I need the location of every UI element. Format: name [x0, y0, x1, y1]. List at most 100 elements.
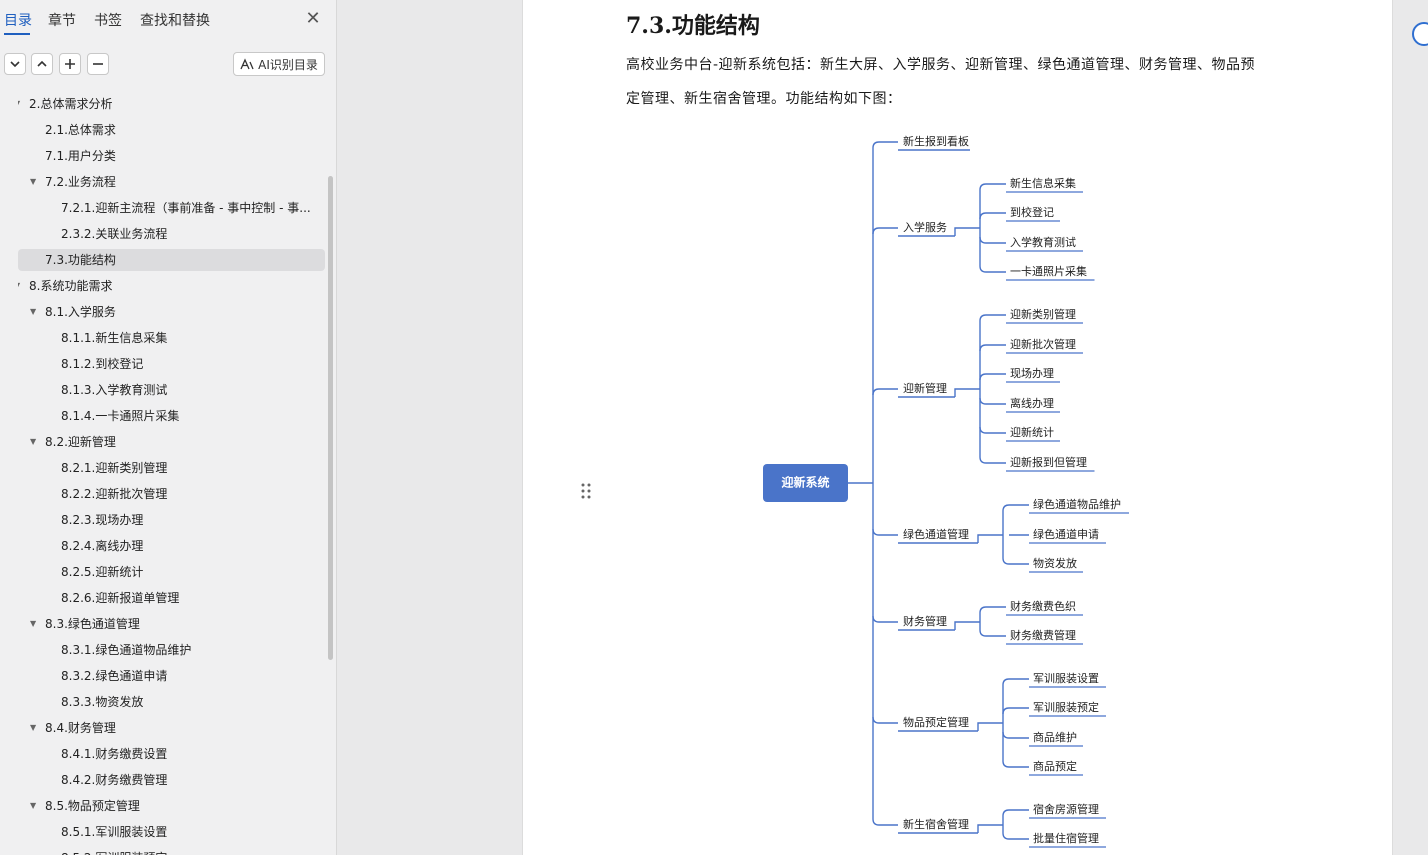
- toc-item[interactable]: ▼8.3.绿色通道管理: [18, 613, 325, 635]
- toc-item[interactable]: ▼8.系统功能需求: [18, 275, 325, 297]
- leaf-node-label[interactable]: 军训服装预定: [1033, 700, 1099, 714]
- toc-item[interactable]: 8.5.2.军训服装预定: [18, 847, 325, 855]
- toc-item-label: 8.2.2.迎新批次管理: [61, 487, 168, 501]
- toc-item[interactable]: 8.3.2.绿色通道申请: [18, 665, 325, 687]
- section-heading[interactable]: 7.3.功能结构: [626, 13, 760, 39]
- toc-item-label: 8.1.2.到校登记: [61, 357, 144, 371]
- tab-chapters[interactable]: 章节: [48, 13, 76, 29]
- expand-caret-icon[interactable]: ▼: [30, 307, 37, 316]
- toc-item[interactable]: 8.2.1.迎新类别管理: [18, 457, 325, 479]
- expand-caret-icon[interactable]: ▼: [30, 619, 37, 628]
- leaf-node-label[interactable]: 到校登记: [1010, 205, 1054, 219]
- collapse-up-button[interactable]: [31, 53, 53, 75]
- toc-item[interactable]: 8.3.3.物资发放: [18, 691, 325, 713]
- toc-item-label: 8.2.4.离线办理: [61, 539, 144, 553]
- toc-item[interactable]: 8.5.1.军训服装设置: [18, 821, 325, 843]
- branch-elbow: [872, 227, 880, 235]
- expand-caret-icon[interactable]: ▼: [30, 801, 37, 810]
- expand-caret-icon[interactable]: ▼: [18, 93, 20, 115]
- leaf-node-label[interactable]: 迎新类别管理: [1010, 307, 1076, 321]
- plus-icon: [65, 59, 75, 69]
- toc-item[interactable]: 7.1.用户分类: [18, 145, 325, 167]
- body-paragraph-line-2[interactable]: 定管理、新生宿舍管理。功能结构如下图：: [626, 91, 902, 107]
- toc-item[interactable]: 8.1.4.一卡通照片采集: [18, 405, 325, 427]
- child-connector: [954, 621, 980, 630]
- toc-item[interactable]: 8.2.5.迎新统计: [18, 561, 325, 583]
- ai-icon: [240, 58, 254, 70]
- toc-item[interactable]: 8.1.2.到校登记: [18, 353, 325, 375]
- leaf-node-label[interactable]: 一卡通照片采集: [1010, 264, 1087, 278]
- toc-item[interactable]: 8.1.1.新生信息采集: [18, 327, 325, 349]
- toc-item[interactable]: 8.4.1.财务缴费设置: [18, 743, 325, 765]
- toc-item[interactable]: 8.2.6.迎新报道单管理: [18, 587, 325, 609]
- toc-item[interactable]: 8.2.3.现场办理: [18, 509, 325, 531]
- leaf-node-label[interactable]: 财务缴费色织: [1010, 599, 1076, 613]
- toc-item-label: 7.2.业务流程: [45, 175, 116, 189]
- root-node-label[interactable]: 迎新系统: [781, 475, 829, 490]
- ai-recognize-toc-button[interactable]: AI识别目录: [233, 52, 325, 76]
- drag-handle-icon[interactable]: [580, 482, 592, 500]
- leaf-node-label[interactable]: 物资发放: [1033, 556, 1077, 570]
- toc-item-label: 8.1.1.新生信息采集: [61, 331, 168, 345]
- toc-item[interactable]: 7.3.功能结构: [18, 249, 325, 271]
- collapse-down-button[interactable]: [4, 53, 26, 75]
- leaf-node-label[interactable]: 离线办理: [1010, 396, 1054, 410]
- document-page: 7.3.功能结构 高校业务中台-迎新系统包括：新生大屏、入学服务、迎新管理、绿色…: [522, 0, 1393, 855]
- leaf-node-label[interactable]: 绿色通道物品维护: [1033, 497, 1121, 511]
- tab-find-replace[interactable]: 查找和替换: [140, 13, 210, 29]
- branch-node-label[interactable]: 财务管理: [903, 614, 947, 628]
- leaf-node-label[interactable]: 军训服装设置: [1033, 672, 1099, 685]
- toc-item[interactable]: 8.2.4.离线办理: [18, 535, 325, 557]
- tab-bookmarks[interactable]: 书签: [94, 13, 122, 29]
- leaf-node-label[interactable]: 入学教育测试: [1010, 235, 1076, 249]
- toc-item[interactable]: 8.1.3.入学教育测试: [18, 379, 325, 401]
- remove-heading-button[interactable]: [87, 53, 109, 75]
- expand-caret-icon[interactable]: ▼: [18, 275, 20, 297]
- child-elbow: [979, 212, 987, 220]
- leaf-node-label[interactable]: 绿色通道申请: [1033, 527, 1099, 541]
- chevron-up-icon: [37, 60, 47, 67]
- floating-tool-button[interactable]: [1412, 22, 1428, 46]
- leaf-node-label[interactable]: 新生信息采集: [1010, 176, 1076, 190]
- toc-item[interactable]: ▼2.总体需求分析: [18, 93, 325, 115]
- close-icon[interactable]: ✕: [305, 8, 321, 29]
- leaf-node-label[interactable]: 商品维护: [1033, 730, 1077, 744]
- child-connector: [977, 722, 1003, 731]
- leaf-node-label[interactable]: 现场办理: [1010, 366, 1054, 380]
- toc-item[interactable]: ▼8.4.财务管理: [18, 717, 325, 739]
- expand-caret-icon[interactable]: ▼: [30, 437, 37, 446]
- body-paragraph-line-1[interactable]: 高校业务中台-迎新系统包括：新生大屏、入学服务、迎新管理、绿色通道管理、财务管理…: [626, 57, 1256, 73]
- leaf-node-label[interactable]: 批量住宿管理: [1033, 831, 1099, 845]
- leaf-node-label[interactable]: 商品预定: [1033, 759, 1077, 773]
- branch-node-label[interactable]: 迎新管理: [903, 381, 947, 395]
- expand-caret-icon[interactable]: ▼: [30, 177, 37, 186]
- toc-item[interactable]: 2.1.总体需求: [18, 119, 325, 141]
- branch-node-label[interactable]: 新生宿舍管理: [903, 817, 969, 831]
- expand-caret-icon[interactable]: ▼: [30, 723, 37, 732]
- leaf-node-label[interactable]: 迎新批次管理: [1010, 337, 1076, 351]
- toc-item-label: 8.4.1.财务缴费设置: [61, 747, 168, 761]
- toc-item[interactable]: 8.4.2.财务缴费管理: [18, 769, 325, 791]
- tab-toc[interactable]: 目录: [4, 13, 32, 29]
- toc-item[interactable]: ▼8.2.迎新管理: [18, 431, 325, 453]
- add-heading-button[interactable]: [59, 53, 81, 75]
- toc-item[interactable]: 7.2.1.迎新主流程（事前准备 - 事中控制 - 事...: [18, 197, 325, 219]
- branch-node-label[interactable]: 入学服务: [903, 220, 947, 234]
- branch-node-label[interactable]: 物品预定管理: [903, 715, 969, 729]
- toc-item[interactable]: 2.3.2.关联业务流程: [18, 223, 325, 245]
- toc-item-label: 7.1.用户分类: [45, 149, 116, 163]
- toc-item[interactable]: 8.2.2.迎新批次管理: [18, 483, 325, 505]
- leaf-node-label[interactable]: 财务缴费管理: [1010, 628, 1076, 642]
- toc-item[interactable]: ▼8.5.物品预定管理: [18, 795, 325, 817]
- leaf-node-label[interactable]: 迎新统计: [1010, 425, 1054, 439]
- branch-node-label[interactable]: 新生报到看板: [903, 134, 969, 148]
- leaf-node-label[interactable]: 迎新报到但管理: [1010, 455, 1087, 469]
- leaf-node-label[interactable]: 宿舍房源管理: [1033, 802, 1099, 816]
- toc-scrollbar[interactable]: [328, 176, 333, 660]
- toc-item[interactable]: ▼ 7.2.业务流程: [18, 171, 325, 193]
- branch-node-label[interactable]: 绿色通道管理: [903, 527, 969, 541]
- toc-item[interactable]: 8.3.1.绿色通道物品维护: [18, 639, 325, 661]
- root-node[interactable]: [763, 464, 848, 502]
- toc-item[interactable]: ▼8.1.入学服务: [18, 301, 325, 323]
